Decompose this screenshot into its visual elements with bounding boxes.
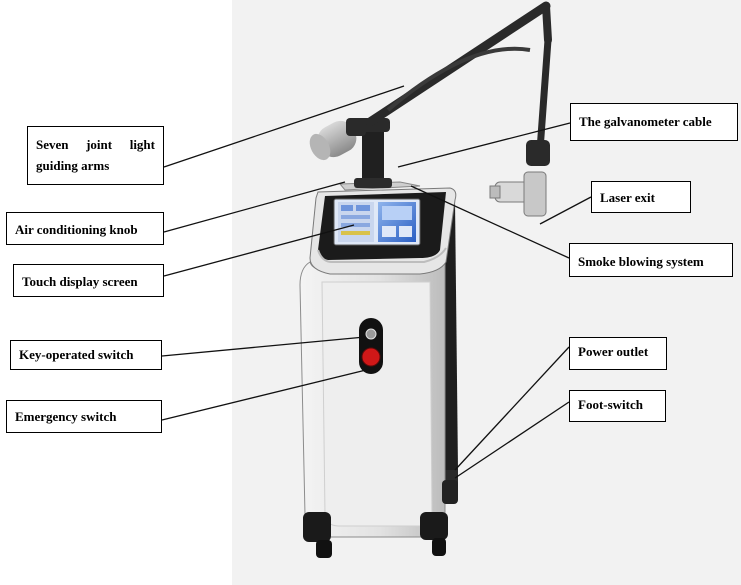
label-text: Foot-switch bbox=[578, 397, 643, 412]
label-text: Key-operated switch bbox=[19, 347, 134, 362]
label-smoke-blowing-system: Smoke blowing system bbox=[569, 243, 733, 277]
wheels bbox=[303, 480, 458, 558]
label-laser-exit: Laser exit bbox=[591, 181, 691, 213]
label-seven-joint-line1: Seven joint light bbox=[36, 137, 155, 152]
label-key-operated-switch: Key-operated switch bbox=[10, 340, 162, 370]
label-emergency-switch: Emergency switch bbox=[6, 400, 162, 433]
light-guiding-arm bbox=[309, 1, 552, 166]
label-air-conditioning-knob: Air conditioning knob bbox=[6, 212, 164, 245]
label-text: Smoke blowing system bbox=[578, 254, 704, 269]
front-switch-panel bbox=[359, 318, 383, 374]
label-seven-joint-light-guiding-arms: Seven joint light guiding arms bbox=[27, 126, 164, 185]
laser-exit-handpiece bbox=[489, 171, 547, 217]
label-text: Touch display screen bbox=[22, 274, 138, 289]
label-text: Laser exit bbox=[600, 190, 655, 205]
label-text: Air conditioning knob bbox=[15, 222, 138, 237]
leader-lines bbox=[161, 85, 592, 479]
label-text: Emergency switch bbox=[15, 409, 117, 424]
label-text: Power outlet bbox=[578, 344, 649, 359]
label-galvanometer-cable: The galvanometer cable bbox=[570, 103, 738, 141]
label-power-outlet: Power outlet bbox=[569, 337, 667, 370]
label-seven-joint-line2: guiding arms bbox=[36, 158, 110, 173]
touch-display-screen-art bbox=[333, 198, 421, 246]
label-foot-switch: Foot-switch bbox=[569, 390, 666, 422]
label-text: The galvanometer cable bbox=[579, 114, 712, 129]
label-touch-display-screen: Touch display screen bbox=[13, 264, 164, 297]
